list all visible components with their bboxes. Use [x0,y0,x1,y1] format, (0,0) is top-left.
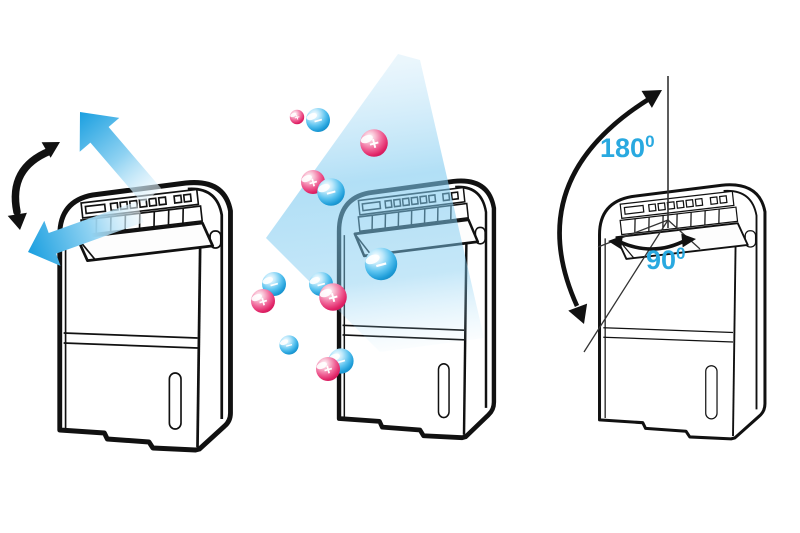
angle-90-degree-sup: 0 [676,244,685,263]
negative-ion-bubble: − [364,247,398,281]
ion-sign: + [326,286,341,308]
panel-swing-airflow [7,112,231,450]
ion-sign: − [324,181,339,203]
sweep-arc-180 [557,90,662,324]
negative-ion-bubble: − [317,178,345,206]
negative-ion-bubble: − [279,335,299,355]
airflow-arrow-up [79,112,162,204]
angle-180-degree-sup: 0 [645,132,654,151]
ion-sign: − [284,338,294,353]
airflow-arrow-down [28,201,144,266]
angle-90-value: 90 [646,245,676,275]
ion-beam [266,54,484,352]
oscillation-arrowhead-top [41,142,60,158]
ion-sign: + [293,112,301,123]
positive-ion-bubble: + [360,129,388,157]
negative-ion-bubble: − [306,108,330,132]
ion-sign: + [367,132,382,154]
horizontal-arrowhead-left [608,235,623,250]
sweep-arrowhead-bottom [568,303,588,324]
angle-label-90: 900 [646,244,686,275]
panel-ion-stream: + − + + − − − [251,54,493,438]
angle-label-180: 1800 [600,132,655,163]
oscillation-arrowhead-bottom [7,212,27,230]
panel-swing-angles: 1800 900 [557,76,765,439]
negative-ion-bubble: − [262,272,286,296]
horizontal-arc-90 [608,233,696,251]
oscillation-arrow [7,142,60,230]
positive-ion-bubble: + [319,283,347,311]
dehumidifier-unit-right [600,185,765,439]
angle-guide-lines [583,76,701,353]
positive-ion-bubble: + [289,109,305,125]
angle-180-value: 180 [600,133,645,163]
positive-ion-bubble: + [251,289,275,313]
horizontal-arrowhead-right [681,233,696,248]
ion-bubbles: + − + + − − − [251,108,398,381]
positive-ion-bubble: + [316,357,340,381]
ion-sign: − [373,253,390,277]
louver-direction-lines [583,219,701,353]
sweep-arrowhead-top [641,90,662,108]
